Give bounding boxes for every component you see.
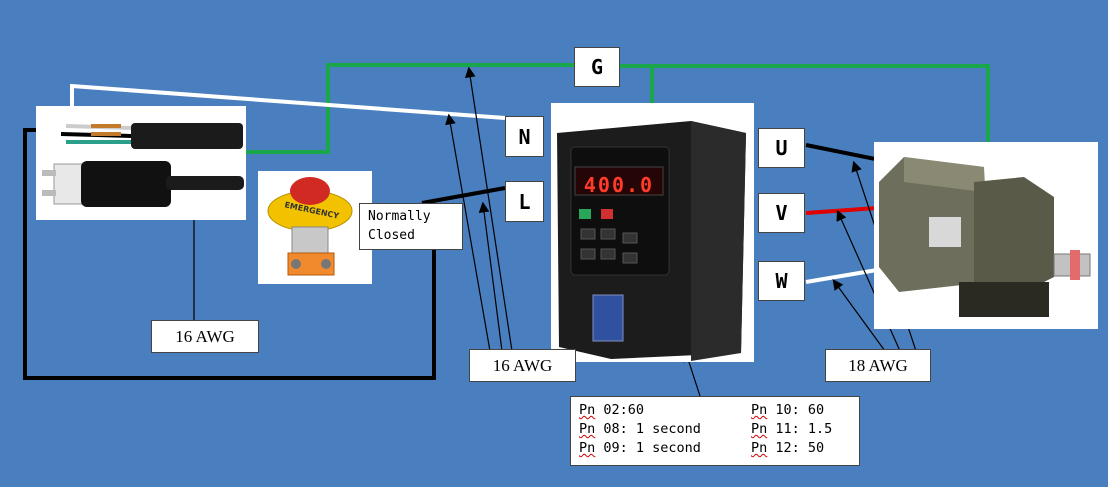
param-prefix: Pn [579, 421, 596, 437]
ground-label: G [574, 47, 620, 87]
param-row: Pn 08: 1 second Pn 11: 1.5 [579, 420, 851, 439]
neutral-wire [70, 83, 506, 120]
line-wire-loop [23, 128, 436, 380]
param-prefix: Pn [751, 402, 768, 418]
ground-wire-motor [620, 64, 990, 175]
motor-gauge-label: 18 AWG [825, 349, 931, 382]
arrow-16awg-ground [464, 66, 513, 352]
param-row: Pn 09: 1 second Pn 12: 50 [579, 439, 851, 458]
param-value: 09: 1 second [595, 440, 701, 456]
w-label: W [758, 261, 805, 301]
param-value: 12: 50 [767, 440, 825, 456]
v-label: V [758, 193, 805, 233]
note-line-1: Normally [368, 209, 431, 224]
param-value: 11: 1.5 [767, 421, 833, 437]
param-prefix: Pn [579, 440, 596, 456]
motor-photo [874, 142, 1098, 329]
line-label: L [505, 181, 544, 222]
param-value: 02:60 [595, 402, 645, 418]
line-wire-switch [421, 186, 506, 205]
u-label: U [758, 128, 805, 168]
vfd-display-readout: 400.0 [583, 173, 655, 197]
note-line-2: Closed [368, 228, 415, 243]
normally-closed-note: Normally Closed [359, 203, 463, 250]
parameter-settings-box: Pn 02:60 Pn 10: 60 Pn 08: 1 second Pn 11… [570, 396, 860, 466]
vfd-input-gauge-label: 16 AWG [469, 349, 576, 382]
plug-gauge-label: 16 AWG [151, 320, 259, 353]
param-value: 10: 60 [767, 402, 825, 418]
param-prefix: Pn [751, 421, 768, 437]
power-cord-photo [36, 106, 246, 220]
param-prefix: Pn [751, 440, 768, 456]
param-prefix: Pn [579, 402, 596, 418]
neutral-label: N [505, 116, 544, 157]
vfd-drive-photo: 400.0 [551, 103, 754, 362]
param-value: 08: 1 second [595, 421, 701, 437]
v-wire [805, 206, 878, 215]
arrow-16awg-line [478, 201, 503, 352]
arrow-18awg-w [832, 279, 886, 352]
arrow-16awg-neutral [445, 113, 491, 352]
emergency-stop-switch-photo: EMERGENCY [258, 171, 372, 284]
param-row: Pn 02:60 Pn 10: 60 [579, 401, 851, 420]
